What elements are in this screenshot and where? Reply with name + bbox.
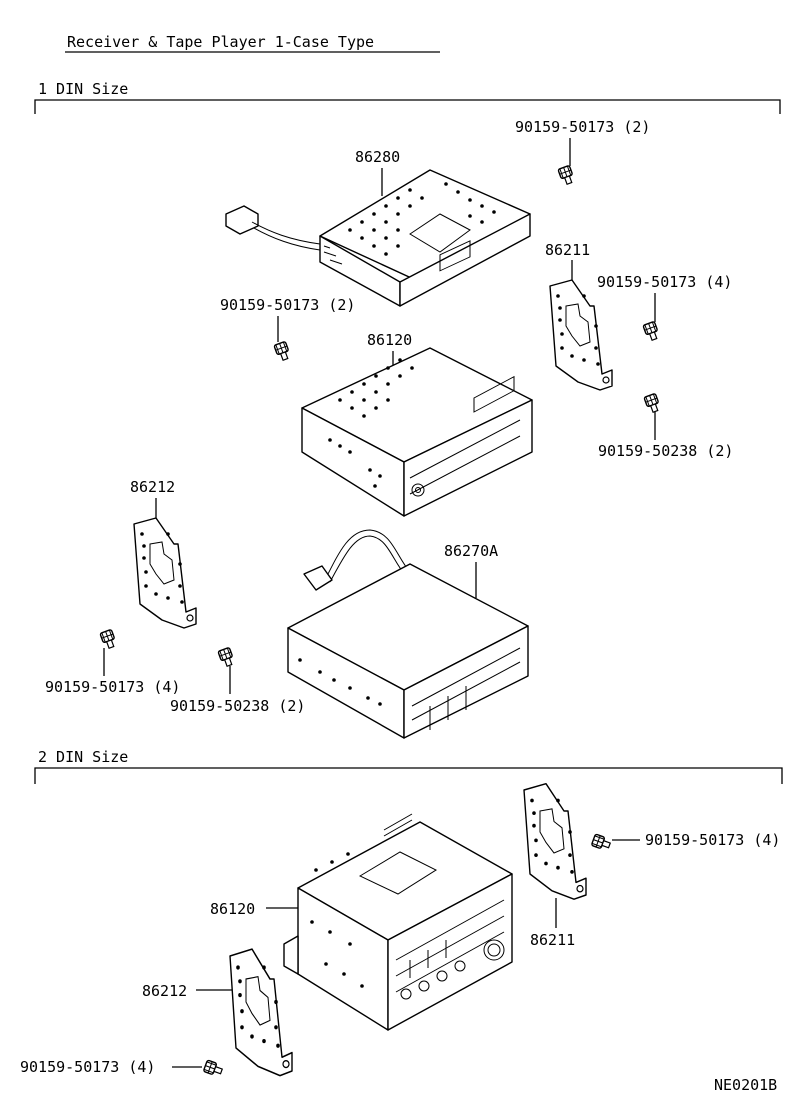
receiver-tape-86120-1din	[301, 240, 533, 517]
callout-s1-screw-50238-left: 90159-50238 (2)	[170, 697, 305, 715]
screw-icon	[202, 1059, 225, 1078]
callout-s2-86212: 86212	[142, 982, 187, 1000]
screw-icon	[557, 164, 576, 187]
screw-icon	[643, 392, 662, 415]
section-1din-label: 1 DIN Size	[38, 80, 128, 98]
callout-s2-screw-4-right: 90159-50173 (4)	[645, 831, 780, 849]
callout-s1-screw-2-left: 90159-50173 (2)	[220, 296, 355, 314]
section-1din-bracket	[34, 99, 781, 114]
callout-s1-86120: 86120	[367, 331, 412, 349]
receiver-tape-86120-2din	[283, 813, 513, 1031]
tape-player-86270A	[287, 375, 529, 739]
screw-icon	[642, 320, 661, 343]
callout-s1-screw-top: 90159-50173 (2)	[515, 118, 650, 136]
callout-s1-86270A: 86270A	[444, 542, 498, 560]
callout-s1-86211: 86211	[545, 241, 590, 259]
screw-icon	[99, 628, 118, 651]
screw-icon	[273, 340, 292, 363]
callout-s2-86211: 86211	[530, 931, 575, 949]
callout-s1-screw-4-right: 90159-50173 (4)	[597, 273, 732, 291]
callout-s1-screw-50238-right: 90159-50238 (2)	[598, 442, 733, 460]
figure-code: NE0201B	[714, 1076, 777, 1094]
callout-s2-screw-4-left: 90159-50173 (4)	[20, 1058, 155, 1076]
mounting-bracket-icon	[523, 782, 587, 900]
mounting-bracket-icon	[229, 948, 293, 1077]
amplifier-86280	[319, 169, 531, 307]
mounting-bracket-icon	[133, 517, 197, 629]
mounting-bracket-icon	[549, 279, 613, 391]
callout-s1-86212: 86212	[130, 478, 175, 496]
callout-s1-86280: 86280	[355, 148, 400, 166]
callout-s2-86120: 86120	[210, 900, 255, 918]
callout-s1-screw-4-left: 90159-50173 (4)	[45, 678, 180, 696]
diagram-title: Receiver & Tape Player 1-Case Type	[67, 33, 374, 51]
screw-icon	[217, 646, 236, 669]
section-2din-bracket	[34, 767, 783, 784]
cable-connector-icon	[225, 205, 321, 251]
screw-icon	[590, 833, 613, 852]
section-2din-label: 2 DIN Size	[38, 748, 128, 766]
